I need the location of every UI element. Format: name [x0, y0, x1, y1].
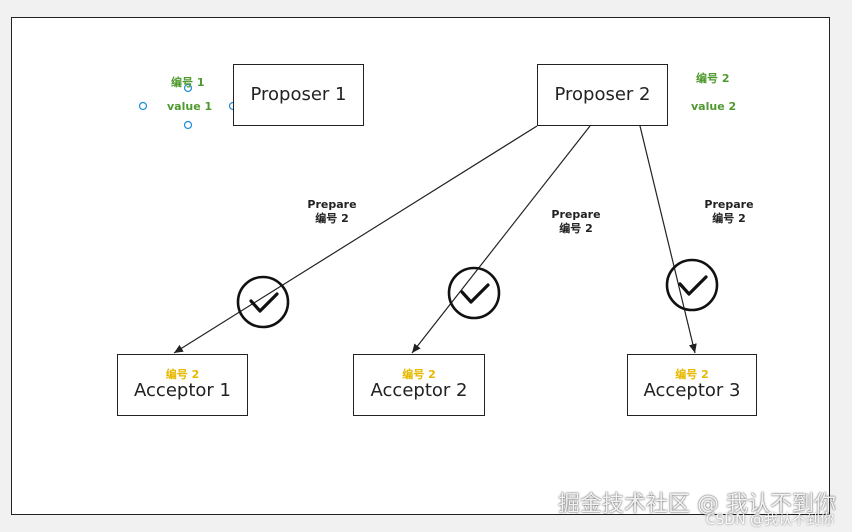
- watermark-main: 掘金技术社区 @ 我认不到你: [558, 492, 836, 517]
- prepare-arrow-acceptor-1: [173, 125, 538, 354]
- prepare-label-1: Prepare 编号 2: [307, 198, 357, 225]
- proposer-2-label: Proposer 2: [554, 84, 651, 106]
- proposer-1-value: value 1: [167, 100, 213, 113]
- proposer-1-node[interactable]: Proposer 1: [233, 64, 364, 126]
- acceptor-1-tag: 编号 2: [165, 368, 200, 382]
- diagram-canvas: [11, 17, 830, 515]
- proposer-1-number: 编号 1: [171, 76, 205, 89]
- check-circle-icon: [447, 266, 501, 320]
- acceptor-2-label: Acceptor 2: [370, 380, 468, 402]
- acceptor-3-node[interactable]: 编号 2 Acceptor 3: [627, 354, 757, 416]
- prepare-arrow-acceptor-3: [639, 125, 697, 354]
- proposer-1-label: Proposer 1: [250, 84, 347, 106]
- watermark-sub: CSDN @我认不到你: [705, 512, 834, 528]
- prepare-label-2: Prepare 编号 2: [551, 208, 601, 235]
- prepare-label-3: Prepare 编号 2: [704, 198, 754, 225]
- acceptor-1-label: Acceptor 1: [134, 380, 231, 402]
- acceptor-1-node[interactable]: 编号 2 Acceptor 1: [117, 354, 248, 416]
- acceptor-2-node[interactable]: 编号 2 Acceptor 2: [353, 354, 485, 416]
- acceptor-3-tag: 编号 2: [675, 368, 709, 382]
- proposer-2-value: value 2: [691, 100, 737, 113]
- prepare-arrow-acceptor-2: [411, 125, 591, 354]
- proposer-2-number: 编号 2: [696, 72, 730, 85]
- acceptor-2-tag: 编号 2: [402, 368, 436, 382]
- check-circle-icon: [665, 258, 719, 312]
- proposer-2-node[interactable]: Proposer 2: [537, 64, 668, 126]
- check-circle-icon: [236, 275, 290, 329]
- acceptor-3-label: Acceptor 3: [643, 380, 741, 402]
